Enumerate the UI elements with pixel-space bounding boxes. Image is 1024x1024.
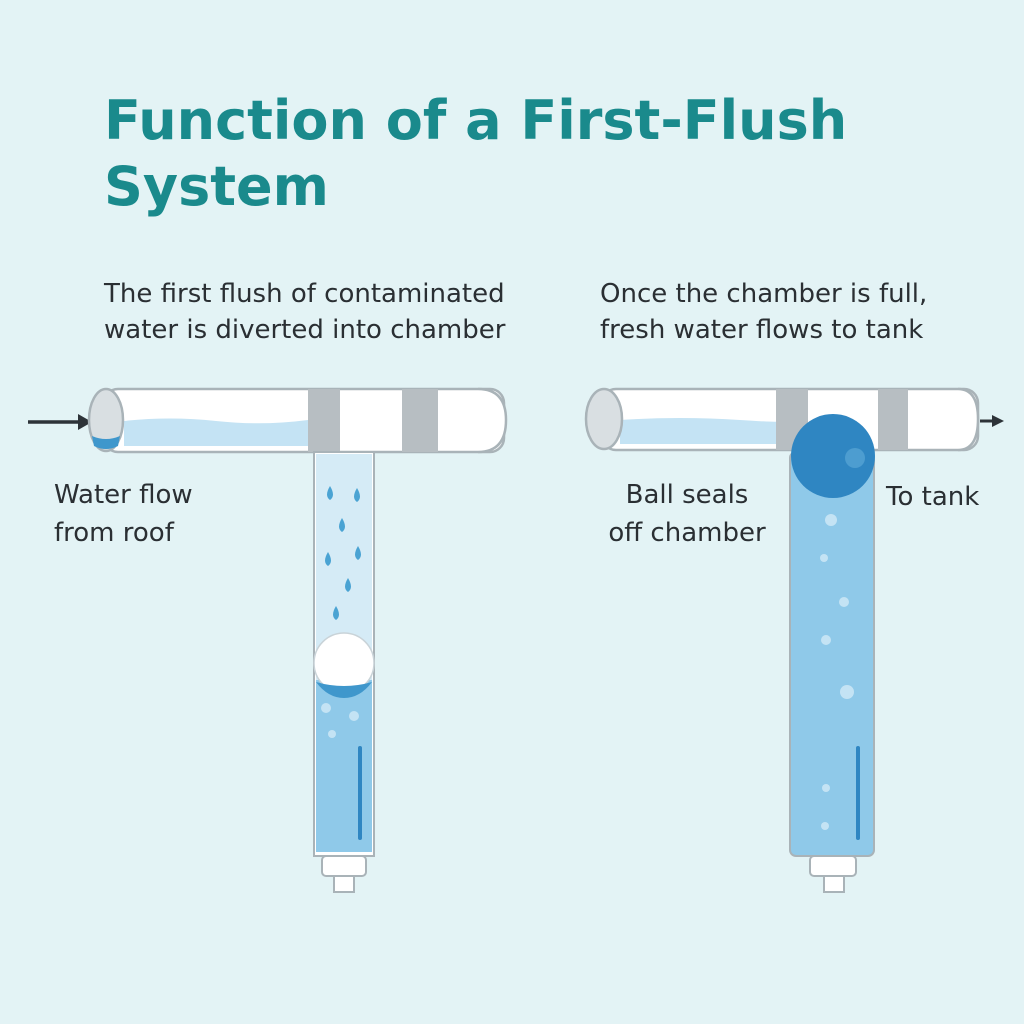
water-drop-icon (333, 606, 339, 620)
ball-icon (791, 414, 875, 498)
right-assembly (584, 387, 1004, 893)
arrow-right-icon (28, 414, 92, 430)
left-caption: The first flush of contaminated water is … (104, 276, 544, 348)
right-horizontal-pipe (584, 387, 980, 452)
left-assembly (28, 387, 508, 893)
water-flow-label: Water flow from roof (54, 476, 254, 552)
to-tank-label: To tank (886, 482, 980, 512)
arrow-right-icon (980, 415, 1004, 427)
pipe-coupling (878, 389, 908, 450)
ball-seal-label: Ball seals off chamber (592, 476, 782, 552)
right-caption-line1: Once the chamber is full, (600, 279, 928, 309)
water-flow-label-line1: Water flow (54, 480, 193, 510)
water-drop-icon (355, 546, 361, 560)
left-caption-line1: The first flush of contaminated (104, 279, 505, 309)
water-drop-icon (345, 578, 351, 592)
left-horizontal-pipe (87, 387, 508, 454)
pipe-coupling (402, 389, 438, 452)
water-drop-icon (354, 488, 360, 502)
left-caption-line2: water is diverted into chamber (104, 315, 506, 345)
ball-icon (313, 632, 375, 698)
left-diversion-chamber (313, 451, 375, 893)
water-drop-icon (339, 518, 345, 532)
right-caption-line2: fresh water flows to tank (600, 315, 924, 345)
water-drop-icon (327, 486, 333, 500)
water-drop-icon (325, 552, 331, 566)
water-flow-label-line2: from roof (54, 518, 174, 548)
pipe-coupling (308, 389, 340, 452)
right-caption: Once the chamber is full, fresh water flo… (600, 276, 1000, 348)
right-diversion-chamber (789, 414, 875, 893)
ball-seal-label-line1: Ball seals (625, 480, 749, 510)
page-title: Function of a First-Flush System (104, 89, 848, 218)
ball-seal-label-line2: off chamber (608, 518, 766, 548)
